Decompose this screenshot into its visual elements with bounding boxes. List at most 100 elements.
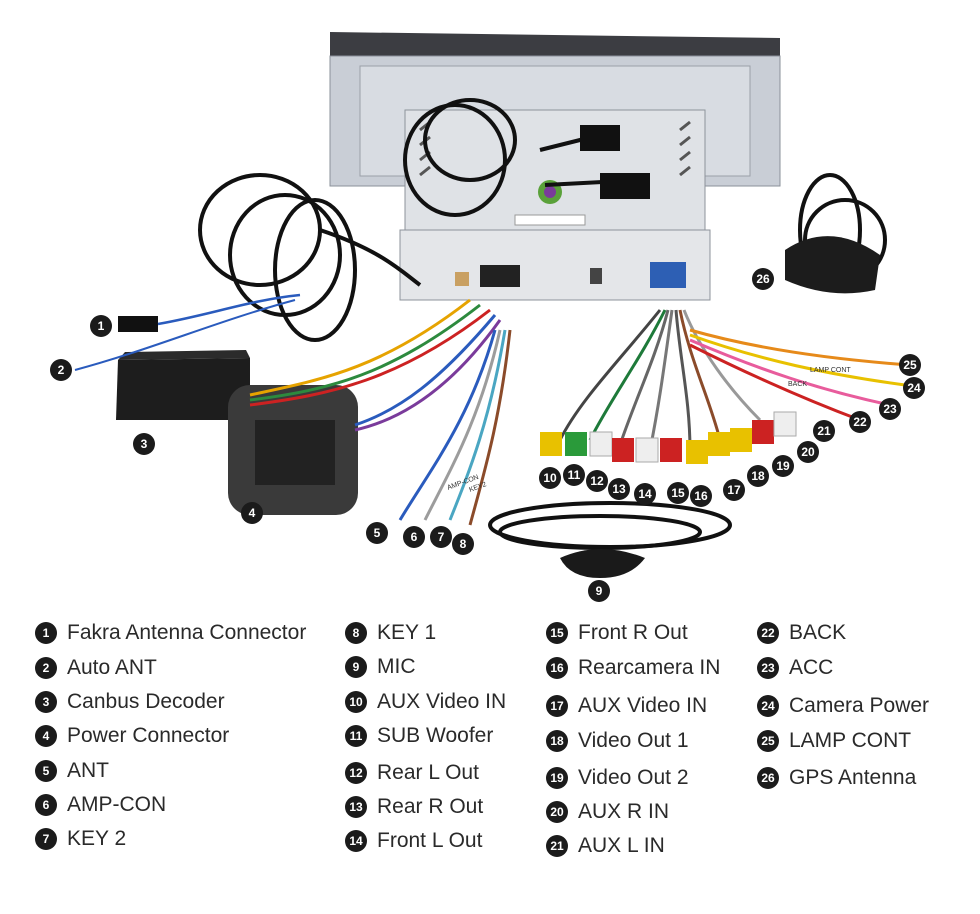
gps-antenna <box>785 236 880 294</box>
legend-number: 23 <box>757 657 779 679</box>
legend-label: GPS Antenna <box>789 766 917 789</box>
legend-number: 4 <box>35 725 57 747</box>
legend-label: Rear L Out <box>377 761 479 784</box>
callout-10: 10 <box>539 467 561 489</box>
legend-number: 22 <box>757 622 779 644</box>
legend-item: 7 KEY 2 <box>35 827 126 851</box>
callout-7: 7 <box>430 526 452 548</box>
legend-number: 18 <box>546 730 568 752</box>
legend-item: 8 KEY 1 <box>345 621 436 645</box>
callout-18: 18 <box>747 465 769 487</box>
legend-label: Auto ANT <box>67 656 157 679</box>
legend-number: 17 <box>546 695 568 717</box>
callout-4: 4 <box>241 502 263 524</box>
callout-12: 12 <box>586 470 608 492</box>
legend-number: 19 <box>546 767 568 789</box>
legend-item: 19 Video Out 2 <box>546 766 689 790</box>
legend-label: Power Connector <box>67 724 230 747</box>
legend-label: ANT <box>67 759 109 782</box>
legend-number: 5 <box>35 760 57 782</box>
callout-22: 22 <box>849 411 871 433</box>
lamp-tag: LAMP CONT <box>810 367 851 374</box>
callout-8: 8 <box>452 533 474 555</box>
legend-label: AMP-CON <box>67 793 167 816</box>
back-tag: BACK <box>788 381 807 388</box>
legend-number: 8 <box>345 622 367 644</box>
legend-number: 21 <box>546 835 568 857</box>
legend-label: AUX L IN <box>578 834 665 857</box>
legend-label: Video Out 2 <box>578 766 689 789</box>
legend-label: Canbus Decoder <box>67 690 225 713</box>
legend-item: 2 Auto ANT <box>35 656 157 680</box>
legend-number: 13 <box>345 796 367 818</box>
callout-3: 3 <box>133 433 155 455</box>
mic <box>560 549 645 578</box>
legend-label: Fakra Antenna Connector <box>67 621 307 644</box>
legend-label: AUX Video IN <box>578 694 708 717</box>
legend-item: 13 Rear R Out <box>345 795 483 819</box>
legend-label: AUX R IN <box>578 800 670 823</box>
legend-number: 14 <box>345 830 367 852</box>
legend-number: 20 <box>546 801 568 823</box>
callout-16: 16 <box>690 485 712 507</box>
legend-number: 3 <box>35 691 57 713</box>
legend-number: 26 <box>757 767 779 789</box>
callout-2: 2 <box>50 359 72 381</box>
legend-item: 20 AUX R IN <box>546 800 669 824</box>
callout-17: 17 <box>723 479 745 501</box>
legend-item: 26 GPS Antenna <box>757 766 916 790</box>
callout-9: 9 <box>588 580 610 602</box>
legend-label: KEY 1 <box>377 621 437 644</box>
callout-21: 21 <box>813 420 835 442</box>
legend-label: Front L Out <box>377 829 483 852</box>
legend-label: ACC <box>789 656 834 679</box>
legend-item: 17 AUX Video IN <box>546 694 707 718</box>
callout-15: 15 <box>667 482 689 504</box>
legend-number: 11 <box>345 725 367 747</box>
harness-wires <box>249 298 512 526</box>
legend-number: 7 <box>35 828 57 850</box>
legend-label: Rear R Out <box>377 795 484 818</box>
legend-label: AUX Video IN <box>377 690 507 713</box>
legend-item: 9 MIC <box>345 655 416 679</box>
auto-ant-wire <box>74 299 296 371</box>
legend-label: Rearcamera IN <box>578 656 721 679</box>
canbus-decoder <box>116 350 250 420</box>
callout-5: 5 <box>366 522 388 544</box>
fakra-connector <box>118 293 301 332</box>
legend-number: 9 <box>345 656 367 678</box>
callout-6: 6 <box>403 526 425 548</box>
legend-label: Front R Out <box>578 621 688 644</box>
legend-label: LAMP CONT <box>789 729 912 752</box>
callout-14: 14 <box>634 483 656 505</box>
legend-number: 6 <box>35 794 57 816</box>
rca-plugs <box>540 411 797 464</box>
legend-item: 4 Power Connector <box>35 724 229 748</box>
legend-item: 3 Canbus Decoder <box>35 690 225 714</box>
head-unit <box>329 32 781 301</box>
legend-label: KEY 2 <box>67 827 127 850</box>
legend-item: 14 Front L Out <box>345 829 482 853</box>
legend-item: 22 BACK <box>757 621 846 645</box>
callout-13: 13 <box>608 478 630 500</box>
legend-item: 23 ACC <box>757 656 833 680</box>
usb-plug <box>580 125 620 151</box>
legend-item: 12 Rear L Out <box>345 761 479 785</box>
legend-label: Camera Power <box>789 694 930 717</box>
legend-item: 21 AUX L IN <box>546 834 665 858</box>
legend-number: 2 <box>35 657 57 679</box>
callout-20: 20 <box>797 441 819 463</box>
callout-24: 24 <box>903 377 925 399</box>
legend-number: 24 <box>757 695 779 717</box>
power-connector <box>228 385 358 515</box>
legend-label: Video Out 1 <box>578 729 689 752</box>
callout-26: 26 <box>752 268 774 290</box>
legend-label: MIC <box>377 655 416 678</box>
legend-label: BACK <box>789 621 847 644</box>
legend-number: 12 <box>345 762 367 784</box>
